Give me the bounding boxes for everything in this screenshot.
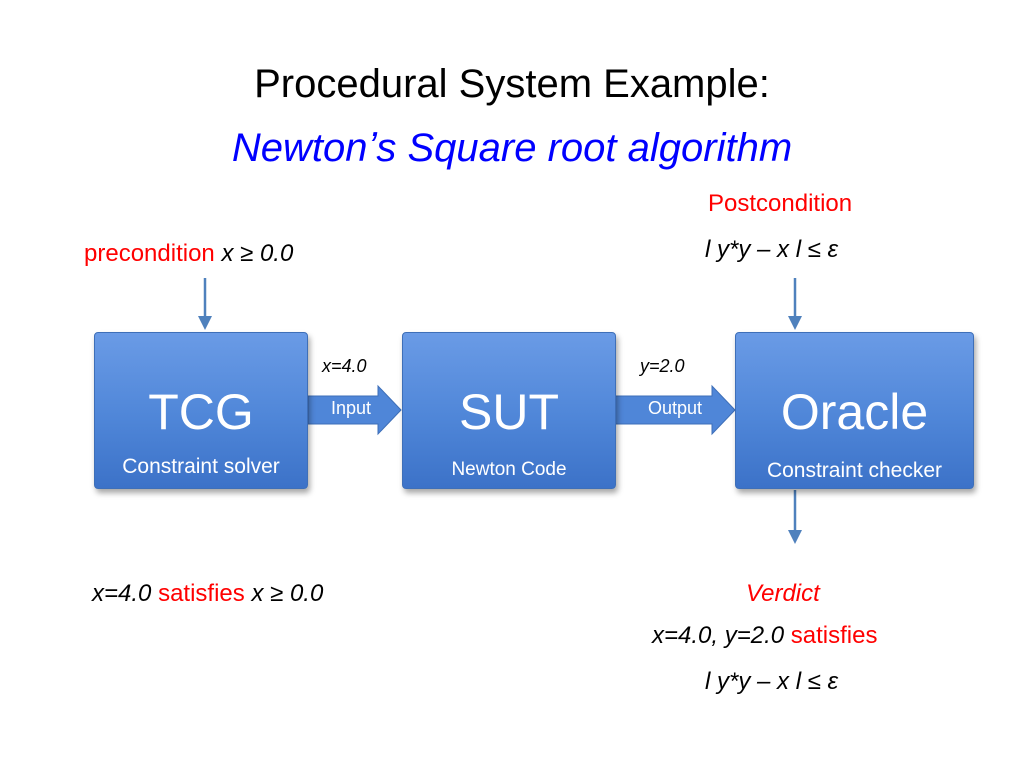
precondition-label: precondition <box>84 240 215 267</box>
satisfies-word: satisfies <box>158 580 245 607</box>
input-arrow <box>307 384 402 436</box>
input-value: x=4.0 <box>322 356 367 376</box>
verdict-label: Verdict <box>746 580 820 607</box>
sut-title: SUT <box>459 384 559 440</box>
precondition: precondition x ≥ 0.0 <box>84 240 293 268</box>
input-label: Input <box>330 398 372 418</box>
output-label: Output <box>647 398 703 418</box>
output-value: y=2.0 <box>640 356 685 376</box>
sut-caption: Newton Code <box>451 459 567 480</box>
slide-subtitle: Newtonʼs Square root algorithm <box>231 126 793 170</box>
precondition-restated: x ≥ 0.0 <box>251 580 324 607</box>
verdict-statement: x=4.0, y=2.0 satisfies <box>652 622 877 650</box>
verdict-expr: l y*y – x l ≤ ε <box>705 668 839 695</box>
input-assignment: x=4.0 <box>92 580 152 607</box>
bottom-left-statement: x=4.0 satisfies x ≥ 0.0 <box>92 580 323 608</box>
tcg-title: TCG <box>148 384 254 440</box>
verdict-values: x=4.0, y=2.0 <box>652 622 785 649</box>
oracle-block: Oracle Constraint checker <box>735 332 974 489</box>
verdict-arrow <box>788 490 802 544</box>
postcondition-arrow <box>788 278 802 330</box>
precondition-arrow <box>198 278 212 330</box>
postcondition-expr: l y*y – x l ≤ ε <box>705 236 839 263</box>
sut-block: SUT Newton Code <box>402 332 616 489</box>
precondition-expr: x ≥ 0.0 <box>221 240 294 267</box>
tcg-block: TCG Constraint solver <box>94 332 308 489</box>
oracle-title: Oracle <box>780 384 929 440</box>
tcg-caption: Constraint solver <box>122 455 280 478</box>
verdict-satisfies: satisfies <box>790 622 878 649</box>
slide-title: Procedural System Example: <box>254 62 770 106</box>
output-arrow <box>614 384 736 436</box>
postcondition-label: Postcondition <box>708 190 853 217</box>
oracle-caption: Constraint checker <box>766 459 943 482</box>
